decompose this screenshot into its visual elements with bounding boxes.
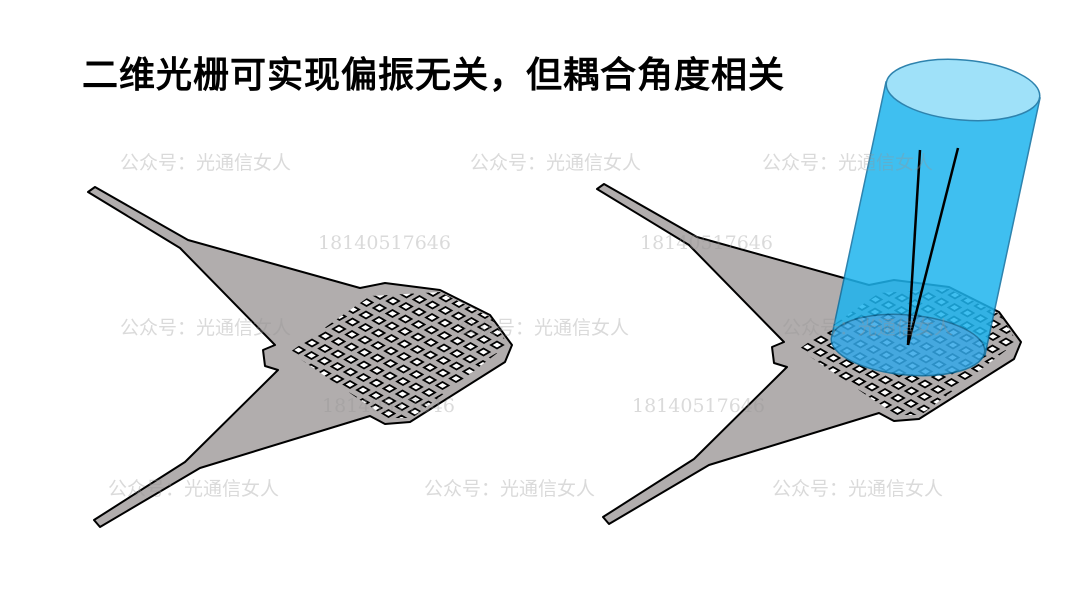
watermark: 公众号：光通信女人 [424, 478, 596, 500]
watermark: 公众号：光通信女人 [458, 317, 630, 339]
watermark: 公众号：光通信女人 [762, 152, 934, 174]
beam-top [885, 58, 1041, 122]
watermark: 公众号：光通信女人 [120, 152, 292, 174]
ray-2 [906, 147, 960, 346]
watermark: 公众号：光通信女人 [772, 478, 944, 500]
watermark: 18140517646 [318, 232, 451, 254]
watermark: 18140517646 [632, 395, 765, 417]
watermark: 公众号：光通信女人 [120, 317, 292, 339]
watermark: 18140517646 [640, 232, 773, 254]
slide-title: 二维光栅可实现偏振无关，但耦合角度相关 [82, 55, 786, 96]
ray-1 [906, 149, 922, 346]
optical-fiber-beam [830, 58, 1041, 377]
watermark: 公众号：光通信女人 [470, 152, 642, 174]
watermark: 公众号：光通信女人 [782, 317, 954, 339]
watermark: 公众号：光通信女人 [108, 478, 280, 500]
watermark: 18140517646 [322, 395, 455, 417]
